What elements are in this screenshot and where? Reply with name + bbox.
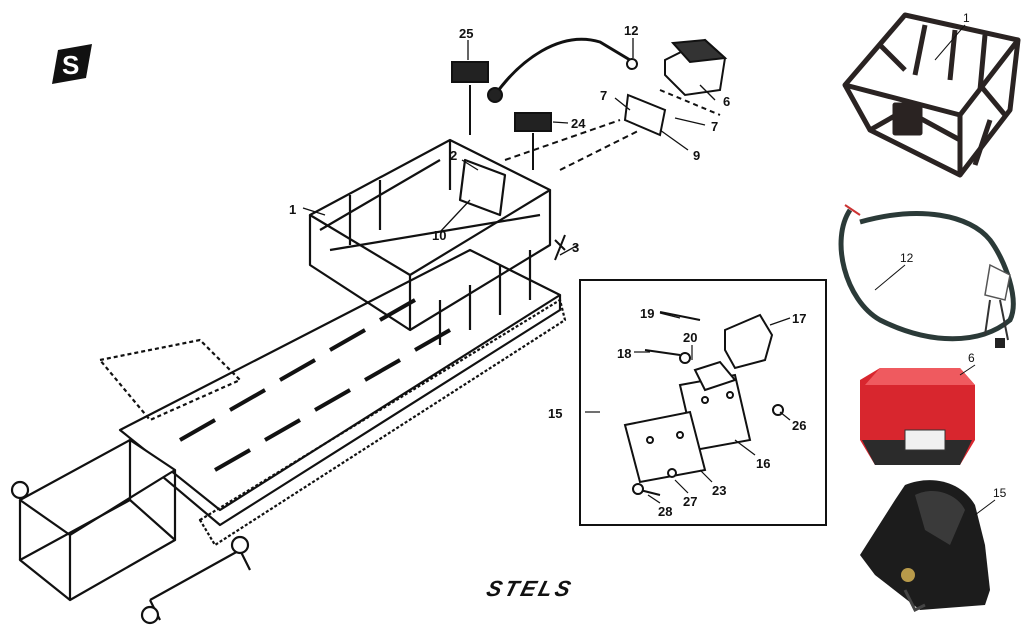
inset-callout-17: 17: [792, 311, 806, 326]
inset-callout-18: 18: [617, 346, 631, 361]
switch-24: [514, 112, 552, 132]
inset-callout-16: 16: [756, 456, 770, 471]
photo-cable: [838, 204, 1016, 348]
callout-2: 2: [450, 148, 457, 163]
inset-callout-28: 28: [658, 504, 672, 519]
callout-7a: 7: [600, 88, 607, 103]
callout-7b: 7: [711, 119, 718, 134]
callout-6: 6: [723, 94, 730, 109]
inset-callout-27: 27: [683, 494, 697, 509]
tail-light-parts: [451, 37, 728, 261]
photo-bracket: [860, 480, 990, 613]
callout-10: 10: [432, 228, 446, 243]
photo-label-6: 6: [968, 351, 975, 365]
callout-24: 24: [571, 116, 586, 131]
inset-bracket-breakdown: 15 16 17 18 19 20 23 26 27 28: [548, 279, 827, 526]
brand-logo-letter: S: [62, 50, 79, 80]
photo-rear-rack: [842, 12, 1021, 178]
callout-3: 3: [572, 240, 579, 255]
inset-callout-23: 23: [712, 483, 726, 498]
leader-lines: [302, 38, 716, 256]
photo-label-1: 1: [963, 11, 970, 25]
callout-1: 1: [289, 202, 296, 217]
photo-label-15: 15: [993, 486, 1007, 500]
cable-12: [493, 37, 631, 96]
brand-logo: S: [52, 44, 92, 84]
photo-tail-lamp: [860, 368, 975, 465]
switch-25: [451, 61, 489, 83]
callout-9: 9: [693, 148, 700, 163]
inset-callout-20: 20: [683, 330, 697, 345]
inset-callout-19: 19: [640, 306, 654, 321]
inset-callout-26: 26: [792, 418, 806, 433]
rear-rack-outline: [308, 138, 552, 277]
callout-12: 12: [624, 23, 638, 38]
brand-wordmark: STELS: [484, 576, 576, 601]
photo-label-12: 12: [900, 251, 914, 265]
inset-callout-15: 15: [548, 406, 562, 421]
frame-assembly: [10, 138, 567, 625]
callout-25: 25: [459, 26, 473, 41]
